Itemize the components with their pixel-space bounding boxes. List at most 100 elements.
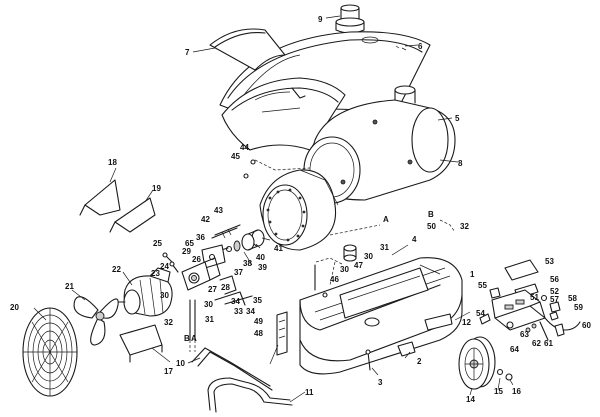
label-22: 22 bbox=[112, 265, 121, 274]
part-1-fuel-tank bbox=[299, 257, 463, 375]
part-12-bracket bbox=[424, 313, 453, 331]
label-16: 16 bbox=[512, 387, 521, 396]
label-9: 9 bbox=[318, 15, 323, 24]
label-30d: 30 bbox=[364, 252, 373, 261]
part-40-nozzle-assembly bbox=[210, 229, 265, 257]
label-63: 63 bbox=[520, 330, 529, 339]
label-61: 61 bbox=[544, 339, 553, 348]
label-32b: 32 bbox=[460, 222, 469, 231]
label-2: 2 bbox=[417, 357, 422, 366]
part-17-motor-mount bbox=[119, 324, 163, 363]
label-27: 27 bbox=[208, 285, 217, 294]
label-a2: A bbox=[383, 215, 389, 224]
part-7-top-panel bbox=[209, 28, 286, 71]
label-1: 1 bbox=[470, 270, 475, 279]
label-59: 59 bbox=[574, 303, 583, 312]
part-11-frame-base bbox=[207, 377, 293, 413]
label-64: 64 bbox=[510, 345, 519, 354]
label-42: 42 bbox=[201, 215, 210, 224]
label-19: 19 bbox=[152, 184, 161, 193]
label-28: 28 bbox=[221, 283, 230, 292]
label-39: 39 bbox=[258, 263, 267, 272]
label-a: A bbox=[191, 334, 197, 343]
label-7: 7 bbox=[185, 48, 190, 57]
label-35: 35 bbox=[253, 296, 262, 305]
label-62: 62 bbox=[532, 339, 541, 348]
part-55-connector bbox=[489, 287, 501, 299]
label-30c: 30 bbox=[340, 265, 349, 274]
label-30b: 30 bbox=[204, 300, 213, 309]
label-51: 51 bbox=[530, 293, 539, 302]
part-3-screw bbox=[365, 349, 371, 371]
part-9-exhaust-collar bbox=[335, 4, 365, 34]
part-2-foot bbox=[397, 341, 416, 357]
part-10-frame bbox=[191, 347, 273, 391]
label-23: 23 bbox=[151, 269, 160, 278]
part-labels: 9 7 6 5 8 44 45 18 19 43 42 36 65 29 26 … bbox=[10, 15, 591, 404]
label-15: 15 bbox=[494, 387, 503, 396]
label-54: 54 bbox=[476, 309, 485, 318]
label-46: 46 bbox=[330, 275, 339, 284]
part-18-hanger bbox=[79, 179, 121, 216]
label-8: 8 bbox=[458, 159, 463, 168]
part-20-fan-guard bbox=[22, 307, 78, 397]
label-47: 47 bbox=[354, 261, 363, 270]
part-46-47-fittings bbox=[314, 244, 357, 298]
label-56: 56 bbox=[550, 275, 559, 284]
label-55: 55 bbox=[478, 281, 487, 290]
label-34b: 34 bbox=[246, 307, 255, 316]
label-53: 53 bbox=[545, 257, 554, 266]
label-58: 58 bbox=[568, 294, 577, 303]
label-65: 65 bbox=[185, 239, 194, 248]
part-42-43-electrode bbox=[211, 224, 241, 239]
part-lower-shell-section bbox=[221, 77, 346, 151]
label-17: 17 bbox=[164, 367, 173, 376]
label-36: 36 bbox=[196, 233, 205, 242]
label-b: B bbox=[184, 334, 190, 343]
part-57-sensor bbox=[540, 294, 548, 302]
part-26-pump-head bbox=[181, 257, 237, 295]
label-40: 40 bbox=[256, 253, 265, 262]
label-48: 48 bbox=[254, 329, 263, 338]
label-6: 6 bbox=[418, 42, 423, 51]
label-52: 52 bbox=[550, 287, 559, 296]
part-53-control-cover bbox=[504, 259, 539, 281]
part-41-flame-tube bbox=[259, 169, 339, 251]
label-43: 43 bbox=[214, 206, 223, 215]
part-61-62-63-parts bbox=[525, 321, 549, 341]
label-5: 5 bbox=[455, 114, 460, 123]
label-18: 18 bbox=[108, 158, 117, 167]
part-19-hanger bbox=[109, 197, 156, 233]
label-3: 3 bbox=[378, 378, 383, 387]
label-33: 33 bbox=[234, 307, 243, 316]
label-37: 37 bbox=[234, 268, 243, 277]
label-32: 32 bbox=[164, 318, 173, 327]
label-11: 11 bbox=[305, 388, 314, 397]
part-64-grommet bbox=[506, 321, 514, 329]
label-41: 41 bbox=[274, 244, 283, 253]
label-44: 44 bbox=[240, 143, 249, 152]
part-15-16-axle bbox=[496, 368, 513, 381]
part-31-fuel-pipe bbox=[189, 291, 253, 352]
label-21: 21 bbox=[65, 282, 74, 291]
part-44-45-screw bbox=[243, 159, 311, 179]
label-4: 4 bbox=[412, 235, 417, 244]
part-23-25-screws bbox=[162, 252, 179, 273]
leader-lines bbox=[33, 15, 514, 403]
part-14-wheel bbox=[458, 336, 496, 390]
label-34: 34 bbox=[231, 297, 240, 306]
part-58-59-switch bbox=[549, 301, 561, 321]
part-60-power-cord bbox=[544, 317, 581, 337]
label-20: 20 bbox=[10, 303, 19, 312]
label-10: 10 bbox=[176, 359, 185, 368]
label-45: 45 bbox=[231, 152, 240, 161]
part-21-fan-blade bbox=[73, 296, 119, 346]
label-31: 31 bbox=[205, 315, 214, 324]
part-22-motor bbox=[117, 267, 173, 317]
part-48-49-plate bbox=[276, 311, 288, 356]
label-14: 14 bbox=[466, 395, 475, 404]
label-b2: B bbox=[428, 210, 434, 219]
label-24: 24 bbox=[160, 262, 169, 271]
fuel-line-a-b bbox=[329, 219, 456, 236]
